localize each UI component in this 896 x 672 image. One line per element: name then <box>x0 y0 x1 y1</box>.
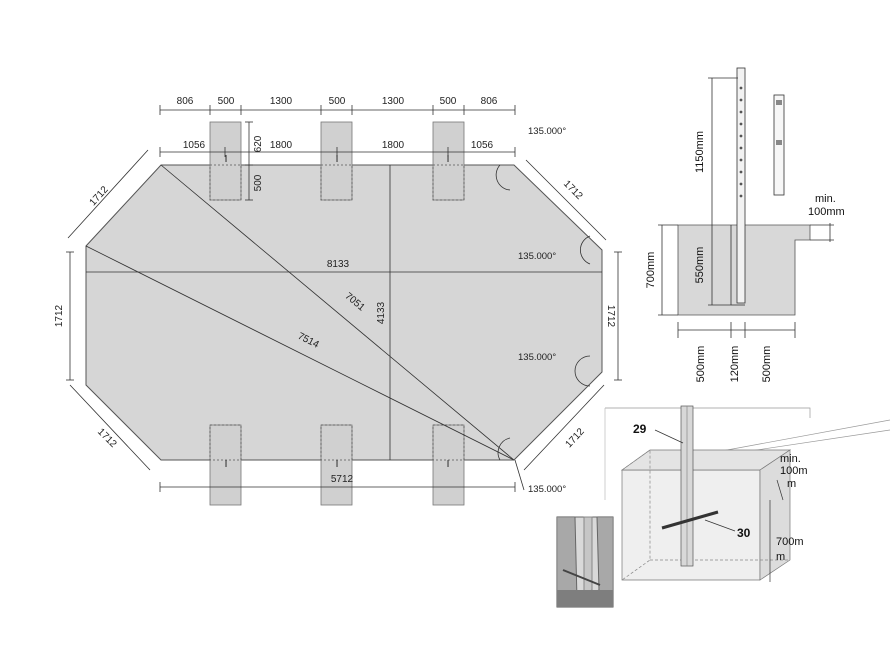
span-1: 1056 <box>183 140 206 151</box>
side-left: 1712 <box>54 304 65 327</box>
detail-labels: 29 30 min. 100m m 700m m <box>633 422 808 563</box>
detail-min-label: min. <box>780 453 801 465</box>
detail-3d <box>604 405 891 582</box>
post-photo <box>556 516 614 608</box>
side-bottom-right: 1712 <box>564 426 588 450</box>
plan-labels: 806 500 1300 500 1300 500 806 1056 1800 … <box>54 96 616 495</box>
dim-top-7: 806 <box>481 96 498 107</box>
width-label: 4133 <box>376 301 387 324</box>
diagonal-7051 <box>160 164 515 461</box>
embed-depth: 550mm <box>694 247 706 284</box>
plan-view <box>66 105 622 506</box>
height-above: 1150mm <box>694 131 706 173</box>
post-footing-top-2 <box>320 121 353 201</box>
post-depth: 620 <box>253 135 264 152</box>
post-width: 500 <box>253 174 264 191</box>
min-value: 100mm <box>808 206 845 218</box>
span-2: 1800 <box>270 140 293 151</box>
detail-min-value: 100m <box>780 465 808 477</box>
angle-bottom-right: 135.000° <box>528 484 566 495</box>
length-label: 8133 <box>327 259 350 270</box>
width-right: 500mm <box>761 346 773 383</box>
post-footing-top-1 <box>209 121 242 201</box>
dim-top-1: 806 <box>177 96 194 107</box>
pool-outline <box>85 164 603 461</box>
side-bottom-left: 1712 <box>95 426 119 450</box>
post-footing-bottom-2 <box>320 424 353 506</box>
detail-min-unit: m <box>787 478 796 490</box>
part-post: 29 <box>633 422 647 436</box>
bottom-length: 5712 <box>331 474 354 485</box>
detail-depth-unit: m <box>776 551 785 563</box>
post-column <box>736 67 746 304</box>
dim-top-4: 500 <box>329 96 346 107</box>
dim-top-3: 1300 <box>270 96 293 107</box>
side-right: 1712 <box>605 305 616 328</box>
dim-top-5: 1300 <box>382 96 405 107</box>
post-marker-bottom-2: I <box>336 459 339 470</box>
post-footing-bottom-1 <box>209 424 242 506</box>
angle-top-right: 135.000° <box>528 126 566 137</box>
span-4: 1056 <box>471 140 494 151</box>
side-top-left: 1712 <box>88 184 111 208</box>
diagonal-7514 <box>85 245 515 461</box>
angle-right-upper: 135.000° <box>518 251 556 262</box>
post-marker-bottom-3: I <box>447 459 450 470</box>
width-left: 500mm <box>695 346 707 383</box>
post-marker-top-1: I <box>225 154 228 165</box>
dim-top-2: 500 <box>218 96 235 107</box>
span-3: 1800 <box>382 140 405 151</box>
post-marker-top-3: I <box>447 154 450 165</box>
post-marker-top-2: I <box>336 154 339 165</box>
detail-depth-value: 700m <box>776 536 804 548</box>
post-marker-bottom-1: I <box>225 459 228 470</box>
part-bar: 30 <box>737 526 751 540</box>
post-footing-top-3 <box>432 121 465 201</box>
angle-right-lower: 135.000° <box>518 352 556 363</box>
dim-top-6: 500 <box>440 96 457 107</box>
footing-depth: 700mm <box>645 252 657 289</box>
width-post: 120mm <box>729 346 741 383</box>
section-view <box>658 67 834 338</box>
min-label: min. <box>815 193 836 205</box>
post-footing-bottom-3 <box>432 424 465 506</box>
section-labels: 1150mm 550mm 700mm min. 100mm 500mm 120m… <box>645 131 845 382</box>
